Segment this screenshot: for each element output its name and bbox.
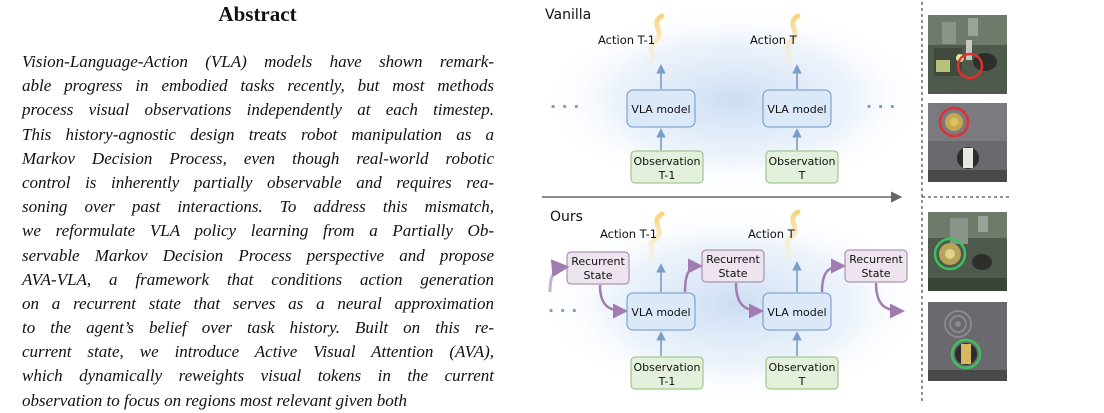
action-wave-icon xyxy=(783,13,801,65)
abstract-line: we reformulate VLA policy learning from … xyxy=(22,221,494,241)
vanilla-observation-prev xyxy=(630,150,704,184)
arrow-recurrent-out xyxy=(874,282,905,319)
action-wave-icon xyxy=(647,13,665,65)
arrow-into-recurrent xyxy=(548,259,570,293)
ours-observation-cur xyxy=(765,356,839,390)
arrow-model-to-recurrent xyxy=(820,258,846,293)
stove-scene-photo-ours-bottom xyxy=(928,302,1007,381)
vanilla-background-glow xyxy=(540,5,930,195)
arrow-recurrent-to-model xyxy=(734,282,764,319)
ours-label: Ours xyxy=(550,209,583,225)
vanilla-observation-cur xyxy=(765,150,839,184)
abstract-line: observation to focus on regions most rel… xyxy=(22,390,407,410)
vla-model-label: VLA model xyxy=(631,306,690,319)
abstract-title: Abstract xyxy=(218,2,297,26)
arrow-recurrent-to-model xyxy=(598,284,628,319)
abstract-body: Vision-Language-Action (VLA) models have… xyxy=(22,50,494,413)
vla-model-label: VLA model xyxy=(631,103,690,116)
abstract-line: soning over past interactions. To addres… xyxy=(22,197,494,217)
vla-model-label: VLA model xyxy=(767,103,826,116)
abstract-line: process visual observations independentl… xyxy=(22,100,494,120)
vanilla-vla-model-cur xyxy=(762,89,832,128)
abstract-line: able progress in embodied tasks recently… xyxy=(22,76,494,96)
abstract-line: which dynamically reweights visual token… xyxy=(22,366,494,386)
action-wave-icon xyxy=(783,209,801,261)
recurrent-state-label: Recurrent xyxy=(571,255,625,268)
observation-time-label: T xyxy=(798,375,806,388)
ellipsis-left: · · · xyxy=(550,97,579,116)
observation-label: Observation xyxy=(769,361,836,374)
stove-scene-photo-vanilla-bottom xyxy=(928,103,1007,182)
recurrent-state-label: Recurrent xyxy=(706,253,760,266)
abstract-line: to the agent’s belief over task history.… xyxy=(22,318,494,338)
observation-time-label: T xyxy=(798,169,806,182)
action-wave-icon xyxy=(647,211,665,263)
ellipsis-right: · · · xyxy=(866,97,895,116)
ours-action-cur-label: Action T xyxy=(748,227,796,241)
vanilla-action-cur-label: Action T xyxy=(750,33,798,47)
robot-scene-photo-ours-top xyxy=(928,212,1007,291)
abstract-line: Vision-Language-Action (VLA) models have… xyxy=(22,52,494,71)
ellipsis-left: · · · xyxy=(548,301,577,320)
abstract-line: This history-agnostic design treats robo… xyxy=(22,124,494,144)
observation-label: Observation xyxy=(769,155,836,168)
observation-label: Observation xyxy=(634,155,701,168)
abstract-line: on a recurrent state that serves as a ne… xyxy=(22,293,494,313)
architecture-figure: Vanilla Action T-1 Action T VLA model VL… xyxy=(540,2,1012,405)
vanilla-vla-model-prev xyxy=(626,89,696,128)
recurrent-state-label: Recurrent xyxy=(849,253,903,266)
recurrent-state-label: State xyxy=(718,267,747,280)
ours-background-glow xyxy=(540,205,930,405)
abstract-line: AVA-VLA, a framework that conditions act… xyxy=(22,269,494,289)
vanilla-action-prev-label: Action T-1 xyxy=(598,33,655,47)
abstract-section: Abstract Vision-Language-Action (VLA) mo… xyxy=(0,0,520,410)
vla-model-label: VLA model xyxy=(767,306,826,319)
ours-action-prev-label: Action T-1 xyxy=(600,227,657,241)
vanilla-label: Vanilla xyxy=(545,7,591,23)
abstract-line: current state, we introduce Active Visua… xyxy=(22,342,494,362)
recurrent-state-label: State xyxy=(583,269,612,282)
arrow-model-to-recurrent xyxy=(683,258,703,293)
observation-time-label: T-1 xyxy=(658,375,676,388)
observation-label: Observation xyxy=(634,361,701,374)
abstract-line: Markov Decision Process, even though rea… xyxy=(22,148,494,168)
abstract-line: servable Markov Decision Process perspec… xyxy=(22,245,494,265)
abstract-line: control is inherently partially observab… xyxy=(22,172,494,192)
robot-scene-photo-vanilla-top xyxy=(928,15,1007,94)
ours-observation-prev xyxy=(630,356,704,390)
observation-time-label: T-1 xyxy=(658,169,676,182)
recurrent-state-label: State xyxy=(861,267,890,280)
